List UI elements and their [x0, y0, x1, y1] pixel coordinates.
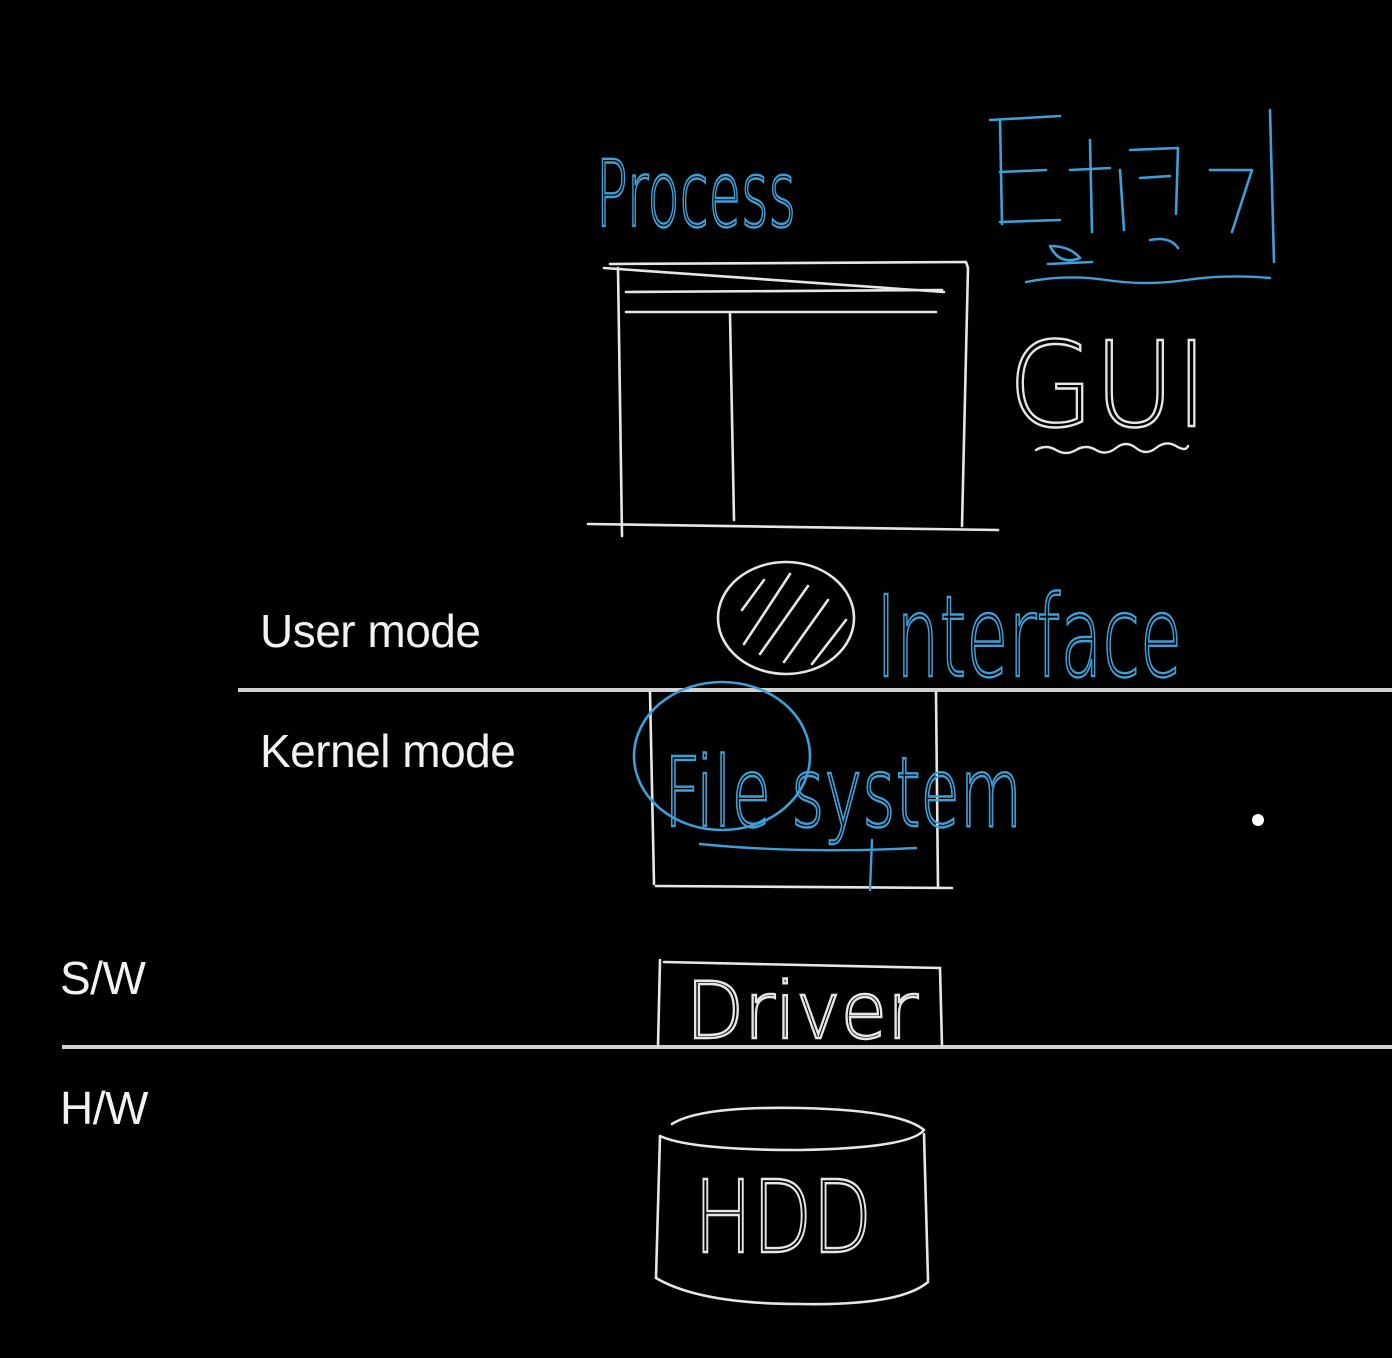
driver-box [656, 958, 944, 1048]
pointer-dot [1252, 814, 1264, 826]
gui-label: GUI [1008, 316, 1208, 454]
gui-underline [1034, 442, 1190, 455]
hdd-label: HDD [694, 1159, 872, 1276]
filesystem-label: File system [664, 737, 1022, 849]
user-mode-label: User mode [260, 605, 481, 657]
process-label: Process [596, 141, 796, 248]
kernel-mode-label: Kernel mode [260, 725, 516, 777]
filesystem-box [648, 690, 954, 890]
hardware-label: H/W [60, 1082, 148, 1134]
software-label: S/W [60, 952, 146, 1004]
handwritten-scribble [988, 108, 1276, 266]
hdd-cylinder [654, 1106, 930, 1306]
process-window-sketch [586, 260, 1000, 538]
driver-label: Driver [686, 967, 918, 1057]
filesystem-underline [698, 838, 918, 892]
file-highlight-circle [632, 680, 812, 832]
interface-circle [716, 560, 856, 676]
interface-label: Interface [876, 573, 1182, 703]
scribble-underline [1024, 275, 1272, 285]
